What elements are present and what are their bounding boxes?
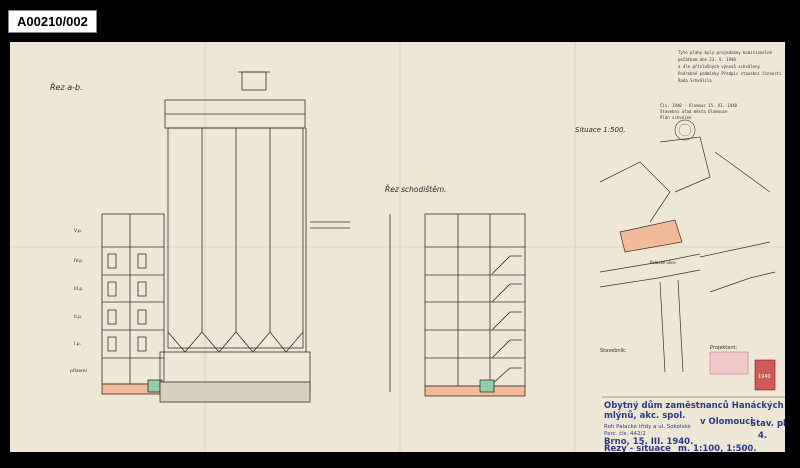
architectural-drawing: Řez a-b. bbox=[10, 42, 785, 452]
projektant-stamp bbox=[709, 351, 749, 375]
section-ab-building bbox=[101, 213, 165, 395]
svg-text:počátkem dne 23. V. 1940: počátkem dne 23. V. 1940 bbox=[678, 57, 736, 62]
svg-text:Tyto plány byly projednány kom: Tyto plány byly projednány komisionelně bbox=[678, 50, 773, 55]
site-plan bbox=[599, 136, 776, 373]
svg-text:Podrobné podmínky Předpis stav: Podrobné podmínky Předpis stavební čínno… bbox=[678, 71, 782, 76]
svg-text:II.p.: II.p. bbox=[74, 314, 82, 320]
svg-text:Rada Schválila: Rada Schválila bbox=[678, 78, 712, 83]
situation-label: Situace 1:500. bbox=[575, 126, 626, 134]
svg-text:IV.p.: IV.p. bbox=[74, 258, 84, 264]
title-line2: mlýnů, akc. spol. bbox=[604, 410, 685, 421]
projektant-label: Projektant: bbox=[710, 345, 737, 351]
svg-text:a dle příslušných výnosů schvá: a dle příslušných výnosů schváleny bbox=[678, 64, 760, 69]
floor-labels: V.p. IV.p. III.p. II.p. I.p. přízemí bbox=[70, 228, 87, 374]
sheet-label: Stav. plán bbox=[750, 419, 785, 429]
silo-section bbox=[159, 71, 350, 403]
sheet-number: 4. bbox=[758, 431, 767, 441]
svg-text:Plán schválen: Plán schválen bbox=[660, 115, 692, 120]
title-block: Obytný dům zaměstnanců Hanáckých mlýnů, … bbox=[602, 396, 785, 452]
title-line3: v Olomouci. bbox=[700, 417, 756, 427]
svg-text:III.p.: III.p. bbox=[74, 286, 84, 292]
title-line1: Obytný dům zaměstnanců Hanáckých bbox=[604, 400, 784, 411]
approval-stamp-mid: Čís. 1940 - Olomouc 15. VI. 1940 Stavebn… bbox=[660, 103, 738, 141]
archive-id-label: A00210/002 bbox=[8, 10, 97, 33]
drawing-sheet: Řez a-b. bbox=[10, 42, 785, 452]
drawing-type: Řezy - situace bbox=[604, 442, 671, 452]
section-stair-label: Řez schodištěm. bbox=[385, 185, 447, 194]
stavebnik-label: Stavebník: bbox=[600, 347, 627, 354]
approval-stamp-top: Tyto plány byly projednány komisionelně … bbox=[678, 50, 782, 83]
svg-text:Čís. 1940 - Olomouc 15. VI. 19: Čís. 1940 - Olomouc 15. VI. 1940 bbox=[660, 103, 738, 108]
drawing-scale: m. 1:100, 1:500. bbox=[678, 444, 757, 452]
street-label: Palacké ulice bbox=[650, 260, 676, 265]
section-ab-label: Řez a-b. bbox=[50, 81, 83, 92]
svg-text:přízemí: přízemí bbox=[70, 367, 87, 374]
title-subline1: Roh Palacké třídy a ul. Sokolské bbox=[604, 423, 691, 430]
svg-text:Stavební úřad města Olomouce: Stavební úřad města Olomouce bbox=[660, 109, 728, 114]
svg-text:V.p.: V.p. bbox=[74, 228, 82, 234]
place-date: Brno, 15. III. 1940. bbox=[604, 437, 693, 447]
svg-text:1940: 1940 bbox=[758, 374, 771, 380]
section-stair-building bbox=[389, 213, 526, 397]
red-revenue-stamp bbox=[754, 359, 776, 391]
svg-text:I.p.: I.p. bbox=[74, 341, 81, 347]
title-subline2: Parc. čís. 442/2 bbox=[604, 430, 646, 437]
